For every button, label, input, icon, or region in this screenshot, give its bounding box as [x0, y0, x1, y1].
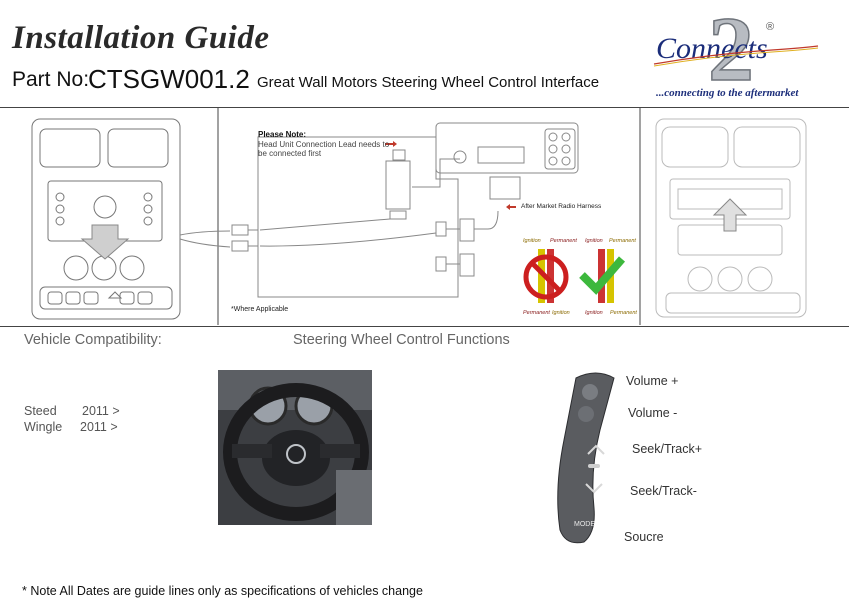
vehicle-model: Steed: [24, 404, 57, 418]
wrong-bottom-left-label: Permanent: [523, 310, 550, 316]
volume-down-button: [578, 406, 594, 422]
chevron-down-icon: [585, 483, 603, 494]
connects2-logo: 2 Connects ®: [653, 6, 819, 88]
swc-label-volume-down: Volume -: [628, 406, 678, 420]
head-unit-outline: [435, 122, 579, 174]
wrong-top-left-label: Ignition: [523, 238, 541, 244]
vehicle-compatibility-heading: Vehicle Compatibility:: [24, 332, 162, 348]
document-title: Installation Guide: [12, 20, 270, 56]
please-note-title: Please Note:: [258, 130, 307, 139]
wrong-bottom-right-label: Ignition: [552, 310, 570, 316]
wiring-panel: [257, 136, 459, 298]
install-arrow-icon: [712, 198, 748, 232]
product-name: Great Wall Motors Steering Wheel Control…: [257, 74, 600, 91]
where-applicable-note: *Where Applicable: [231, 306, 289, 313]
steering-wheel-photo: [218, 370, 372, 525]
volume-up-button: [582, 384, 598, 400]
steering-control-pad: MODE: [557, 372, 615, 544]
wrong-wiring-symbol: [523, 249, 569, 303]
please-note-line-2: be connected first: [258, 149, 322, 158]
swc-label-source: Soucre: [624, 530, 664, 544]
original-dash-panel: [31, 118, 181, 320]
swc-label-seek-down: Seek/Track-: [630, 484, 697, 498]
vehicle-year: 2011 >: [80, 420, 118, 434]
remove-arrow-icon: [80, 224, 130, 260]
part-number-label: Part No:: [12, 68, 90, 91]
correct-wiring-symbol: [579, 249, 626, 303]
registered-mark: ®: [766, 21, 774, 33]
wiring-diagram: [31, 107, 807, 325]
mode-button: MODE: [574, 521, 595, 528]
logo-text: Connects: [656, 32, 768, 65]
right-top-left-label: Ignition: [585, 238, 603, 244]
interface-module: [385, 160, 411, 210]
swc-functions-heading: Steering Wheel Control Functions: [293, 332, 510, 348]
aftermarket-connector: [489, 176, 521, 200]
wrong-top-right-label: Permanent: [550, 238, 577, 244]
part-number: CTSGW001.2: [88, 64, 250, 94]
swc-label-seek-up: Seek/Track+: [632, 442, 703, 456]
svg-text:2: 2: [708, 6, 754, 88]
vehicle-model: Wingle: [24, 420, 63, 434]
chevron-up-icon: [587, 444, 605, 455]
right-bottom-left-label: Ignition: [585, 310, 603, 316]
installation-diagram: [0, 107, 849, 327]
footer-note: * Note All Dates are guide lines only as…: [22, 584, 423, 598]
right-bottom-right-label: Permanent: [610, 310, 637, 316]
swc-label-volume-up: Volume +: [626, 374, 679, 388]
please-note-line-1: Head Unit Connection Lead needs to: [258, 140, 390, 149]
aftermarket-harness-label: After Market Radio Harness: [521, 203, 602, 210]
logo-tagline: ...connecting to the aftermarket: [656, 87, 799, 99]
right-top-right-label: Permanent: [609, 238, 636, 244]
vehicle-year: 2011 >: [82, 404, 120, 418]
